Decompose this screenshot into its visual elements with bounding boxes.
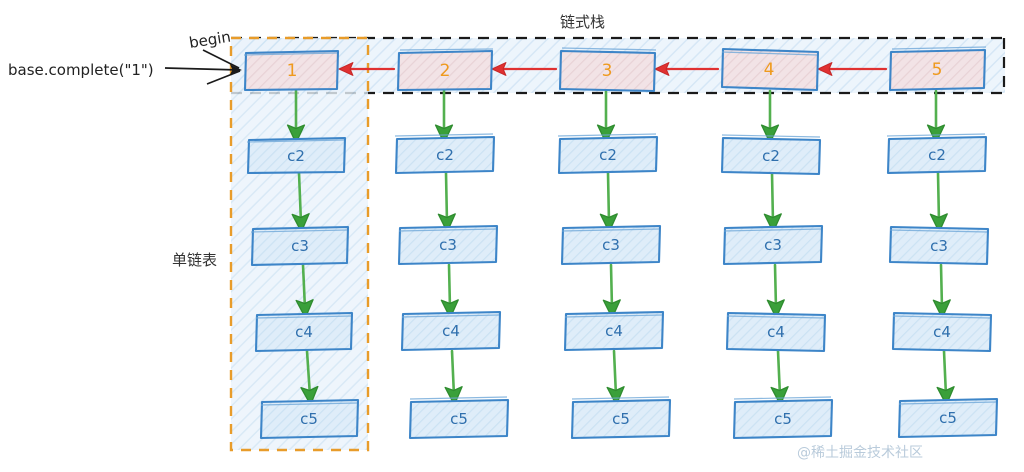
stack-node-4[interactable]: 4 (720, 47, 820, 92)
chain-node-label: c5 (300, 410, 318, 428)
chain-node-c3-col3[interactable]: c3 (560, 224, 662, 266)
stack-node-label: 1 (287, 61, 298, 81)
chain-node-c5-col2[interactable]: c5 (408, 396, 510, 440)
stack-node-5[interactable]: 5 (888, 46, 987, 92)
chain-node-c2-col5[interactable]: c2 (886, 133, 988, 175)
chain-node-label: c2 (762, 147, 780, 165)
stack-node-3[interactable]: 3 (558, 47, 657, 93)
chain-node-c3-col2[interactable]: c3 (397, 224, 499, 266)
chain-nodes: c2 c3 c4 c5 c2 (246, 133, 999, 440)
begin-label: begin (188, 28, 232, 52)
stack-node-label: 3 (602, 61, 613, 81)
chain-node-label: c5 (939, 409, 957, 427)
chain-node-c5-col5[interactable]: c5 (897, 397, 999, 439)
chain-node-label: c3 (291, 237, 309, 255)
chain-node-c4-col2[interactable]: c4 (400, 310, 502, 352)
base-complete-label: base.complete("1") (8, 61, 154, 79)
chain-node-c4-col5[interactable]: c4 (891, 311, 993, 353)
chain-node-c3-col5[interactable]: c3 (888, 225, 990, 266)
chain-node-c2-col3[interactable]: c2 (557, 133, 659, 175)
chain-node-c3-col4[interactable]: c3 (722, 224, 824, 266)
stack-node-2[interactable]: 2 (396, 48, 494, 92)
stack-nodes: 1 2 3 4 5 (243, 46, 987, 93)
stack-node-label: 2 (440, 61, 451, 81)
chain-node-c4-col1[interactable]: c4 (254, 311, 354, 353)
list-region-title: 单链表 (172, 251, 217, 269)
chain-node-label: c4 (933, 323, 951, 341)
chain-node-c5-col1[interactable]: c5 (259, 398, 360, 440)
chain-node-label: c4 (767, 323, 785, 341)
chain-node-label: c3 (439, 236, 457, 254)
stack-region-title: 链式栈 (560, 13, 605, 31)
watermark-label: @稀土掘金技术社区 (797, 445, 923, 461)
chain-node-c5-col4[interactable]: c5 (732, 396, 834, 440)
chain-node-c4-col3[interactable]: c4 (563, 310, 665, 352)
chain-node-label: c3 (764, 236, 782, 254)
chain-node-c5-col3[interactable]: c5 (570, 396, 672, 440)
chain-node-label: c5 (612, 410, 630, 428)
chain-node-label: c2 (928, 146, 946, 164)
chain-node-label: c3 (930, 237, 948, 255)
chain-node-label: c2 (436, 146, 454, 164)
chain-node-label: c5 (774, 410, 792, 428)
chain-node-c2-col1[interactable]: c2 (246, 136, 347, 175)
chain-node-label: c4 (295, 323, 313, 341)
begin-pointer (164, 49, 242, 85)
stack-node-1[interactable]: 1 (243, 49, 340, 92)
chain-node-c4-col4[interactable]: c4 (725, 311, 827, 353)
chain-node-c2-col2[interactable]: c2 (394, 133, 496, 175)
chain-node-label: c4 (442, 322, 460, 340)
chain-node-label: c5 (450, 410, 468, 428)
chain-node-label: c3 (602, 236, 620, 254)
chain-node-label: c4 (605, 322, 623, 340)
chain-node-c3-col1[interactable]: c3 (250, 225, 350, 267)
chain-node-c2-col4[interactable]: c2 (720, 134, 822, 176)
stack-node-label: 5 (932, 60, 943, 80)
stack-node-label: 4 (764, 60, 775, 80)
chain-node-label: c2 (599, 146, 617, 164)
chain-arrows (286, 89, 955, 406)
chain-node-label: c2 (287, 147, 305, 165)
